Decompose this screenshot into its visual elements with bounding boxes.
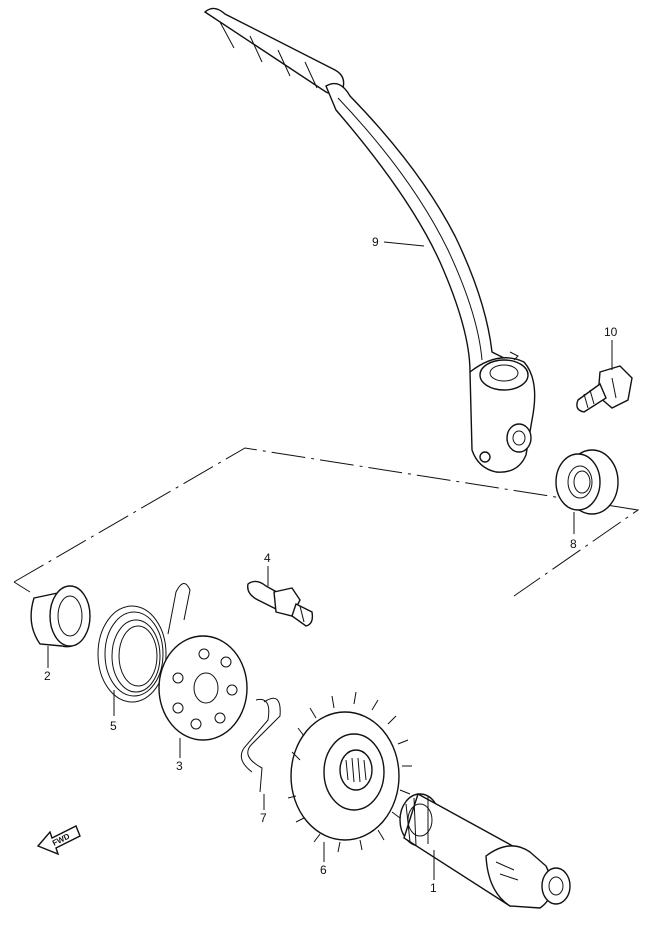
callout-7: 7 — [260, 811, 267, 825]
stud-pin — [247, 580, 314, 627]
callout-1: 1 — [430, 881, 437, 895]
collar — [30, 585, 91, 648]
oil-seal — [555, 449, 619, 515]
callout-4: 4 — [264, 551, 271, 565]
callout-9: 9 — [372, 235, 379, 249]
callout-3: 3 — [176, 759, 183, 773]
driven-gear — [287, 691, 412, 853]
fwd-arrow-icon: FWD — [36, 825, 81, 856]
assembly-outline — [13, 447, 640, 597]
callouts: 1 2 3 4 5 6 7 8 9 10 — [44, 235, 618, 895]
callout-5: 5 — [110, 719, 117, 733]
callout-10: 10 — [604, 325, 618, 339]
callout-6: 6 — [320, 863, 327, 877]
kick-spring — [97, 583, 191, 703]
retaining-clip — [240, 697, 281, 793]
guide-plate — [158, 635, 248, 741]
kick-shaft — [399, 792, 571, 909]
callout-8: 8 — [570, 537, 577, 551]
bolt — [576, 365, 633, 413]
callout-2: 2 — [44, 669, 51, 683]
leader-lines — [47, 241, 613, 880]
kick-lever — [203, 7, 536, 473]
